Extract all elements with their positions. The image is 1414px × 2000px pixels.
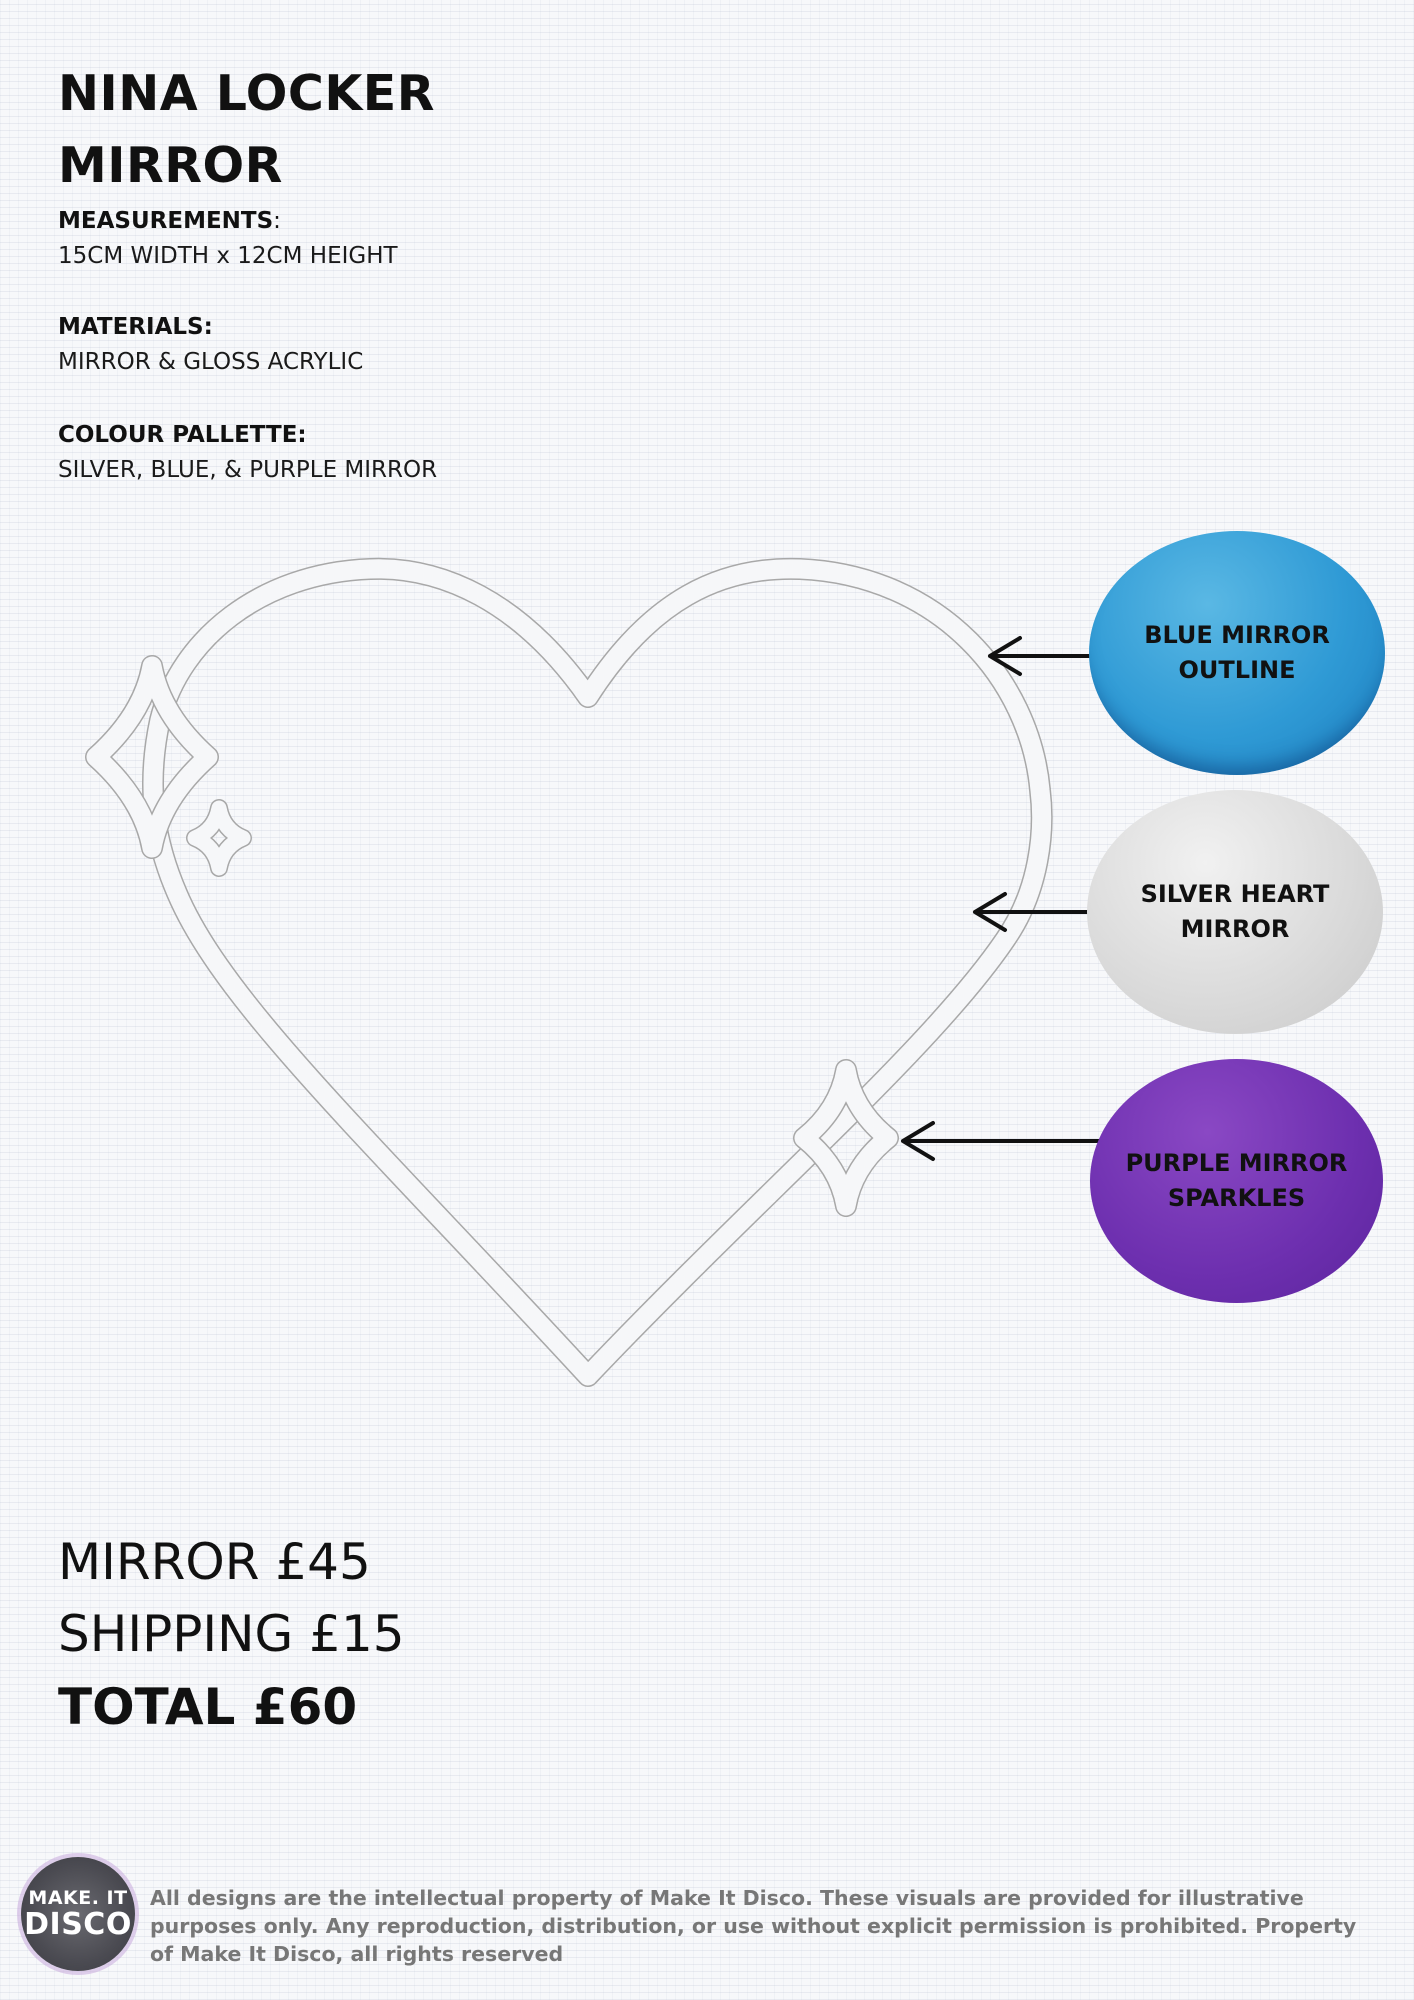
blue-mirror-outline-callout: BLUE MIRROR OUTLINE [1089, 531, 1385, 775]
product-title: NINA LOCKER MIRROR [58, 58, 435, 202]
blue-callout-line1: BLUE MIRROR [1144, 621, 1330, 649]
heart-mirror-diagram [85, 557, 1102, 1387]
colour-palette-value: SILVER, BLUE, & PURPLE MIRROR [58, 457, 438, 483]
purple-mirror-sparkles-callout: PURPLE MIRROR SPARKLES [1090, 1059, 1383, 1303]
total-price: TOTAL £60 [58, 1678, 358, 1736]
arrow-purple-icon [901, 1121, 1102, 1161]
mirror-price: MIRROR £45 [58, 1533, 371, 1591]
silver-callout-line1: SILVER HEART [1140, 880, 1330, 908]
colour-palette-label: COLOUR PALLETTE: [58, 422, 307, 448]
arrow-silver-icon [973, 892, 1090, 932]
silver-callout-line2: MIRROR [1180, 915, 1290, 943]
purple-callout-line1: PURPLE MIRROR [1125, 1149, 1348, 1177]
measurements-spec: MEASUREMENTS: 15CM WIDTH x 12CM HEIGHT [58, 204, 398, 274]
logo-line1: MAKE. IT [28, 1887, 128, 1909]
materials-spec: MATERIALS: MIRROR & GLOSS ACRYLIC [58, 310, 363, 380]
product-title-line1: NINA LOCKER [58, 65, 435, 122]
silver-heart-mirror-callout: SILVER HEART MIRROR [1087, 790, 1383, 1034]
logo-line2: DISCO [24, 1907, 132, 1942]
measurements-value: 15CM WIDTH x 12CM HEIGHT [58, 243, 398, 269]
materials-label: MATERIALS: [58, 314, 213, 340]
measurements-label: MEASUREMENTS [58, 208, 274, 234]
purple-callout-line2: SPARKLES [1167, 1184, 1306, 1212]
shipping-price: SHIPPING £15 [58, 1605, 405, 1663]
arrow-blue-icon [988, 636, 1092, 676]
materials-value: MIRROR & GLOSS ACRYLIC [58, 349, 364, 375]
colour-palette-spec: COLOUR PALLETTE: SILVER, BLUE, & PURPLE … [58, 418, 437, 488]
product-title-line2: MIRROR [58, 137, 283, 194]
copyright-notice: All designs are the intellectual propert… [150, 1886, 1357, 1966]
blue-callout-line2: OUTLINE [1178, 656, 1296, 684]
make-it-disco-logo: MAKE. IT DISCO [21, 1857, 135, 1971]
